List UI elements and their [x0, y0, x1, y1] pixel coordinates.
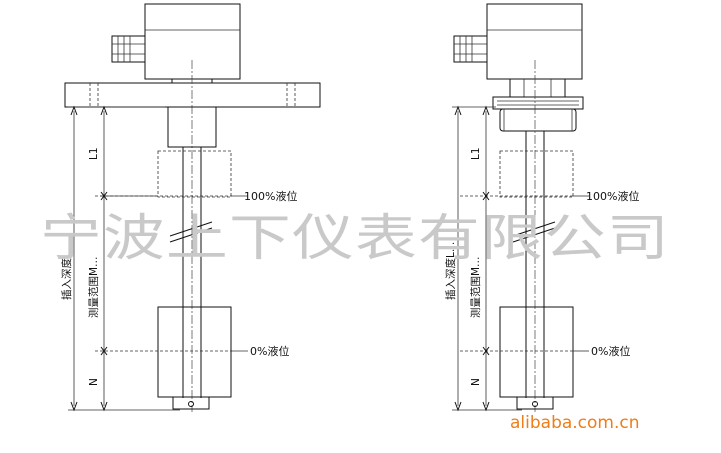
- right-dim-n-label: N: [470, 378, 482, 386]
- mounting-flange: [64, 82, 321, 108]
- junction-box: [486, 3, 583, 80]
- float-lower-position: [499, 306, 574, 398]
- right-dim-l1-label: L1: [470, 147, 482, 160]
- left-dim-n-label: N: [88, 378, 100, 386]
- site-url[interactable]: alibaba.com.cn: [510, 413, 640, 433]
- right-level-zero-label: 0%液位: [591, 344, 630, 358]
- hex-nut: [509, 78, 566, 98]
- right-insert-depth-label: 插入深度L…: [444, 242, 457, 300]
- left-level-full-label: 100%液位: [244, 189, 297, 203]
- cable-gland-icon: [111, 35, 146, 63]
- float-upper-position: [499, 150, 574, 198]
- left-dim-l1-label: L1: [88, 147, 100, 160]
- left-level-zero-label: 0%液位: [250, 344, 289, 358]
- right-view: 100%液位 0%液位 L1 N 插入深度L… 测量范围M…: [444, 3, 639, 412]
- cable-gland-icon: [453, 35, 488, 63]
- stop-pin-icon: [188, 401, 194, 407]
- right-level-full-label: 100%液位: [586, 189, 639, 203]
- left-insert-depth-label: 插入深度L…: [60, 242, 73, 300]
- stop-pin-icon: [532, 401, 538, 407]
- left-view: 100%液位 0%液位 L1 N 插入深度L… 测量范围M…: [60, 3, 321, 412]
- float-upper-position: [157, 150, 232, 198]
- threaded-fitting: [492, 96, 584, 110]
- right-measure-range-label: 测量范围M…: [469, 256, 482, 318]
- junction-box: [144, 3, 241, 80]
- left-measure-range-label: 测量范围M…: [87, 256, 100, 318]
- float-lower-position: [157, 306, 232, 398]
- company-watermark: 宁波上下仪表有限公司: [40, 209, 670, 267]
